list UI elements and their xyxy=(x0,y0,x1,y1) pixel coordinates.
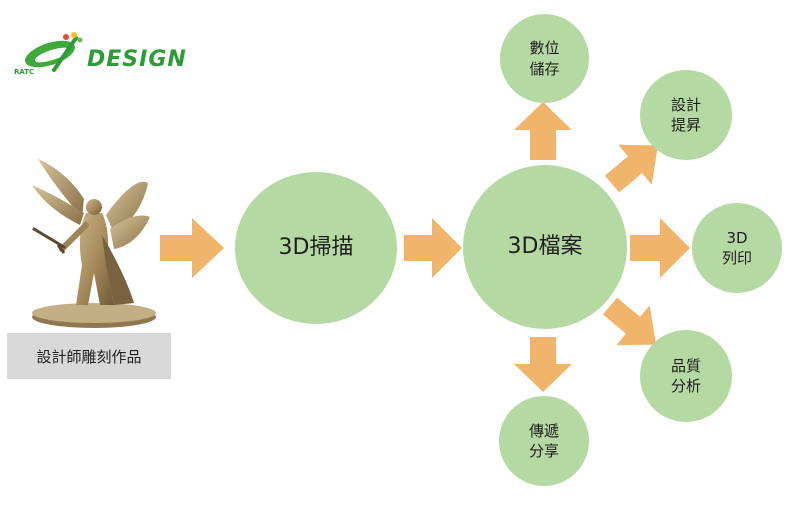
node-design-upgrade: 設計 提昇 xyxy=(640,70,732,160)
arrow-to-scan xyxy=(160,218,224,278)
node-quality-analysis: 品質 分析 xyxy=(640,330,732,422)
arrow-to-print xyxy=(630,218,690,278)
node-quality-analysis-label: 品質 分析 xyxy=(670,356,701,395)
node-3d-scan: 3D掃描 xyxy=(235,172,397,324)
node-digital-storage-label: 數位 儲存 xyxy=(529,39,560,78)
design-logo: DESIGN RATC xyxy=(14,30,187,80)
logo-wordmark: DESIGN xyxy=(87,47,187,72)
node-share-label: 傳遞 分享 xyxy=(528,421,559,460)
arrow-to-share xyxy=(514,337,572,392)
arrow-to-file xyxy=(404,218,462,278)
logo-subtext: RATC xyxy=(14,68,35,76)
source-label: 設計師雕刻作品 xyxy=(7,333,171,379)
arrow-to-storage xyxy=(514,102,572,160)
arrow-to-quality xyxy=(602,297,656,346)
node-3d-file: 3D檔案 xyxy=(463,165,627,329)
angel-statue-image xyxy=(32,159,156,328)
logo-leaf-icon xyxy=(25,32,83,72)
node-3d-print: 3D 列印 xyxy=(692,203,782,293)
node-3d-file-label: 3D檔案 xyxy=(507,234,583,260)
arrow-to-design xyxy=(604,144,658,193)
node-3d-print-label: 3D 列印 xyxy=(721,228,752,267)
node-design-upgrade-label: 設計 提昇 xyxy=(670,95,701,134)
node-3d-scan-label: 3D掃描 xyxy=(278,235,354,261)
node-digital-storage: 數位 儲存 xyxy=(500,14,589,103)
node-share: 傳遞 分享 xyxy=(499,396,589,486)
